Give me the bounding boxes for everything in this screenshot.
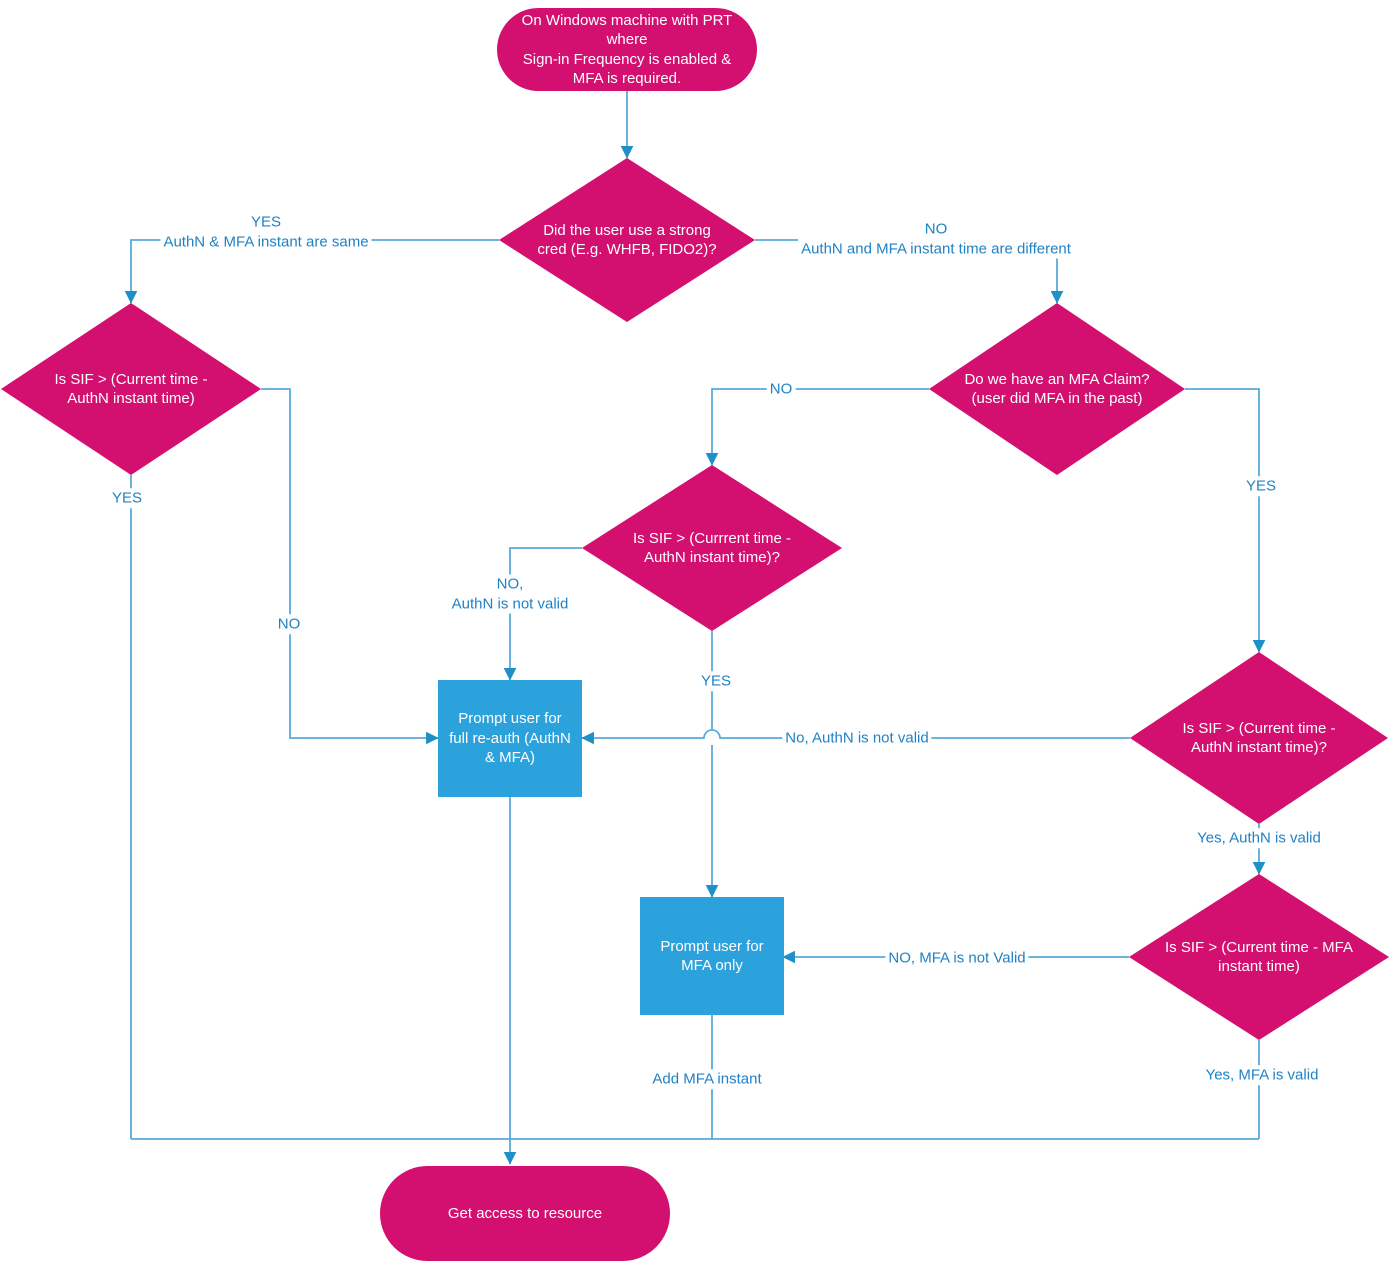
label-yes-same: YES AuthN & MFA instant are same — [160, 212, 372, 252]
node-end: Get access to resource — [380, 1166, 670, 1261]
label-yes-left: YES — [108, 488, 146, 508]
edge-sif-mid-no — [503, 547, 582, 681]
node-sif-left-text: Is SIF > (Current time - AuthN instant t… — [54, 370, 208, 408]
label-yes-mfa-valid: Yes, MFA is valid — [1202, 1065, 1322, 1085]
node-mfa-only-text: Prompt user for MFA only — [660, 937, 764, 975]
label-no-left: NO — [274, 614, 304, 634]
label-yes-authn-valid: Yes, AuthN is valid — [1194, 828, 1324, 848]
label-yes-claim: YES — [1242, 476, 1280, 496]
edge-strong-cred-yes — [124, 239, 499, 304]
label-no-authn-not-valid-right: No, AuthN is not valid — [782, 728, 932, 748]
edge-sif-left-no — [261, 388, 439, 745]
label-no-authn-not-valid-mid: NO, AuthN is not valid — [448, 574, 572, 614]
node-strong-cred-text: Did the user use a strong cred (E.g. WHF… — [537, 221, 717, 259]
label-no-different: NO AuthN and MFA instant time are differ… — [798, 219, 1074, 259]
edge-sif-right-authn-no — [581, 729, 1130, 745]
edge-mfa-claim-yes — [1185, 388, 1266, 653]
node-sif-right-authn-text: Is SIF > (Current time - AuthN instant t… — [1182, 719, 1336, 757]
label-no-claim: NO — [766, 379, 796, 399]
node-mfa-only: Prompt user for MFA only — [640, 897, 784, 1015]
label-yes-mid: YES — [697, 671, 735, 691]
node-mfa-claim-text: Do we have an MFA Claim? (user did MFA i… — [964, 370, 1150, 408]
node-full-reauth: Prompt user for full re-auth (AuthN & MF… — [438, 680, 582, 797]
edge-mfa-claim-no — [705, 388, 929, 466]
label-no-mfa-not-valid: NO, MFA is not Valid — [885, 948, 1029, 968]
node-sif-mid-text: Is SIF > (Currrent time - AuthN instant … — [633, 529, 791, 567]
node-full-reauth-text: Prompt user for full re-auth (AuthN & MF… — [449, 710, 571, 767]
node-end-text: Get access to resource — [447, 1204, 603, 1222]
node-start: On Windows machine with PRT where Sign-i… — [497, 8, 757, 91]
node-sif-right-mfa-text: Is SIF > (Current time - MFA instant tim… — [1165, 938, 1353, 976]
node-start-text: On Windows machine with PRT where Sign-i… — [521, 11, 733, 88]
label-add-mfa-instant: Add MFA instant — [649, 1069, 765, 1089]
